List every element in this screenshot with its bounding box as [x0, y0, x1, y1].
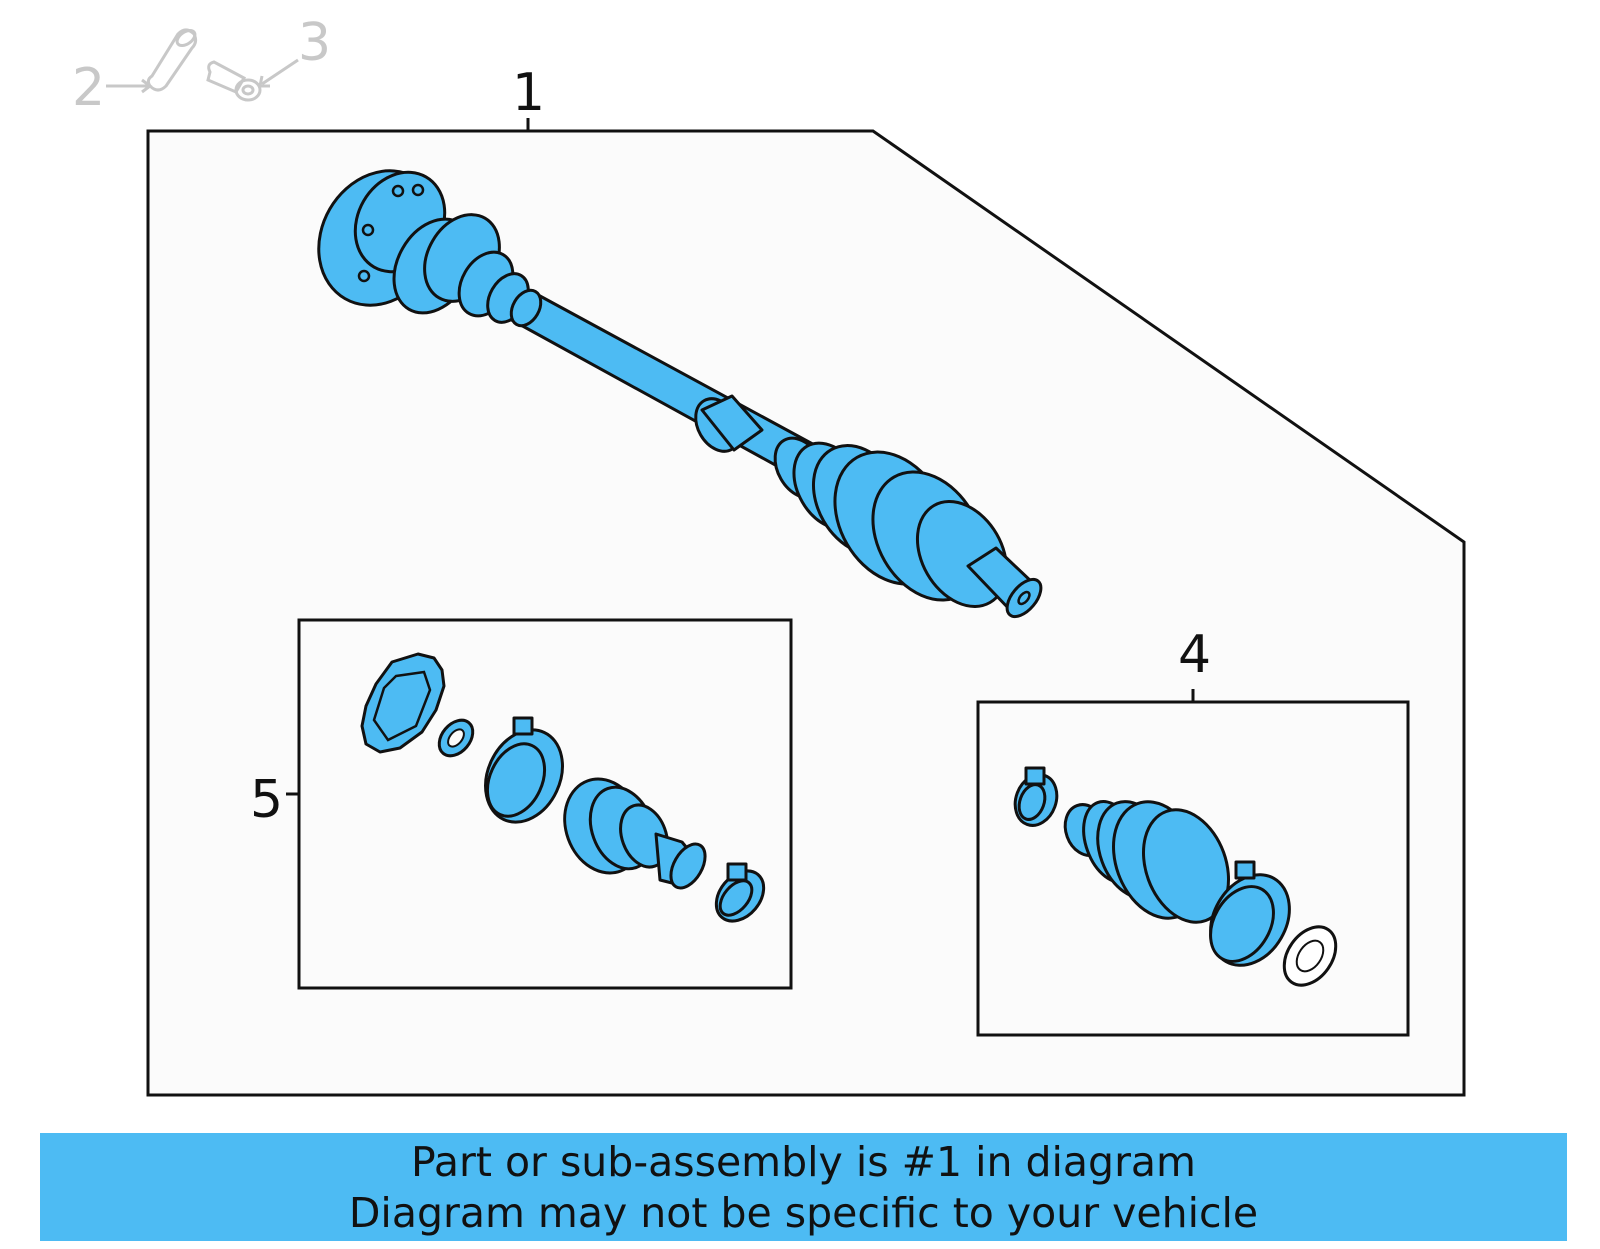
large-clamp	[484, 716, 564, 824]
callout-4: 4	[1178, 625, 1211, 685]
callout-3-arrowhead	[258, 75, 270, 88]
cover-plate	[360, 652, 446, 754]
banner-line-2: Diagram may not be specific to your vehi…	[348, 1189, 1259, 1237]
nut-icon	[206, 60, 262, 102]
large-clamp-outer	[1209, 860, 1291, 967]
faded-callouts: 2 3	[72, 13, 331, 118]
inner-boot	[563, 777, 707, 890]
small-clamp-outer	[1013, 766, 1059, 827]
callout-2: 2	[72, 58, 105, 118]
axle-shaft-assembly	[317, 169, 1043, 619]
info-banner: Part or sub-assembly is #1 in diagram Di…	[40, 1133, 1567, 1241]
banner-line-1: Part or sub-assembly is #1 in diagram	[411, 1138, 1196, 1186]
callout-3: 3	[298, 13, 331, 73]
boot-kit-inner-parts	[360, 652, 766, 923]
boot-kit-outer-parts	[1013, 766, 1338, 987]
seal-ring	[1282, 925, 1338, 987]
callout-5: 5	[250, 770, 283, 830]
callout-1: 1	[512, 63, 545, 123]
callout-3-arrow	[261, 58, 299, 86]
bolt-icon	[146, 28, 198, 92]
outer-boot	[1063, 800, 1231, 924]
small-clamp	[714, 862, 766, 923]
